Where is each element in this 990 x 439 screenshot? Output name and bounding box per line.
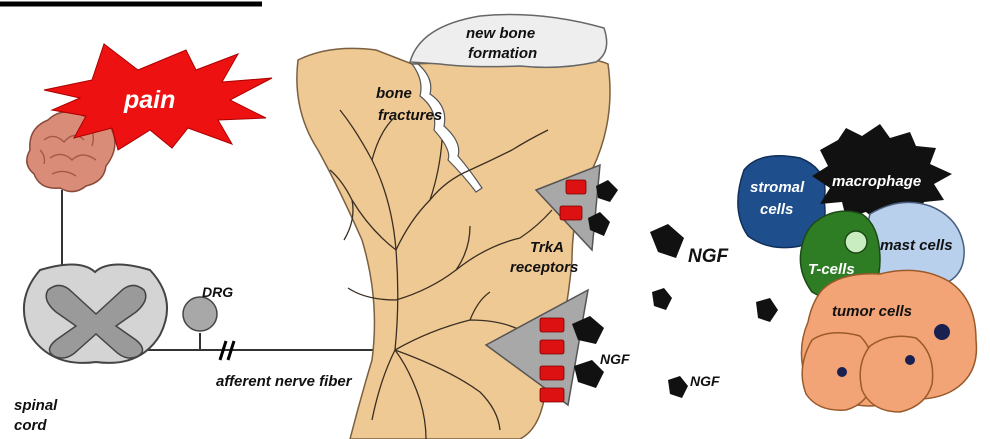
spinal-cord-label-line1: spinal (14, 397, 58, 414)
mast-cells-label: mast cells (880, 237, 953, 254)
afferent-nerve-label: afferent nerve fiber (216, 373, 353, 390)
t-cell-nucleus (845, 231, 867, 253)
bone-fractures-label-line2: fractures (378, 107, 442, 124)
spinal-cord-label-line2: cord (14, 417, 47, 434)
drg-icon (183, 297, 217, 331)
spinal-cord-icon (24, 264, 167, 362)
trka-label-line2: receptors (510, 259, 578, 276)
bone-fractures-label-line1: bone (376, 85, 412, 102)
new-bone-label-line1: new bone (466, 25, 535, 42)
ngf-label-large: NGF (688, 246, 730, 267)
tumor-cells (801, 270, 976, 412)
new-bone-label-line2: formation (468, 45, 537, 62)
stromal-label-line1: stromal (750, 179, 805, 196)
tumor-cells-label: tumor cells (832, 303, 912, 320)
stromal-label-line2: cells (760, 201, 793, 218)
pain-label: pain (123, 86, 175, 114)
trka-label-line1: TrkA (530, 239, 564, 256)
ngf-label-small: NGF (690, 373, 720, 389)
t-cells-label: T-cells (808, 261, 855, 278)
dgr-label: DRG (202, 284, 233, 300)
ngf-label-receptor: NGF (600, 351, 630, 367)
macrophage-label: macrophage (832, 173, 921, 190)
